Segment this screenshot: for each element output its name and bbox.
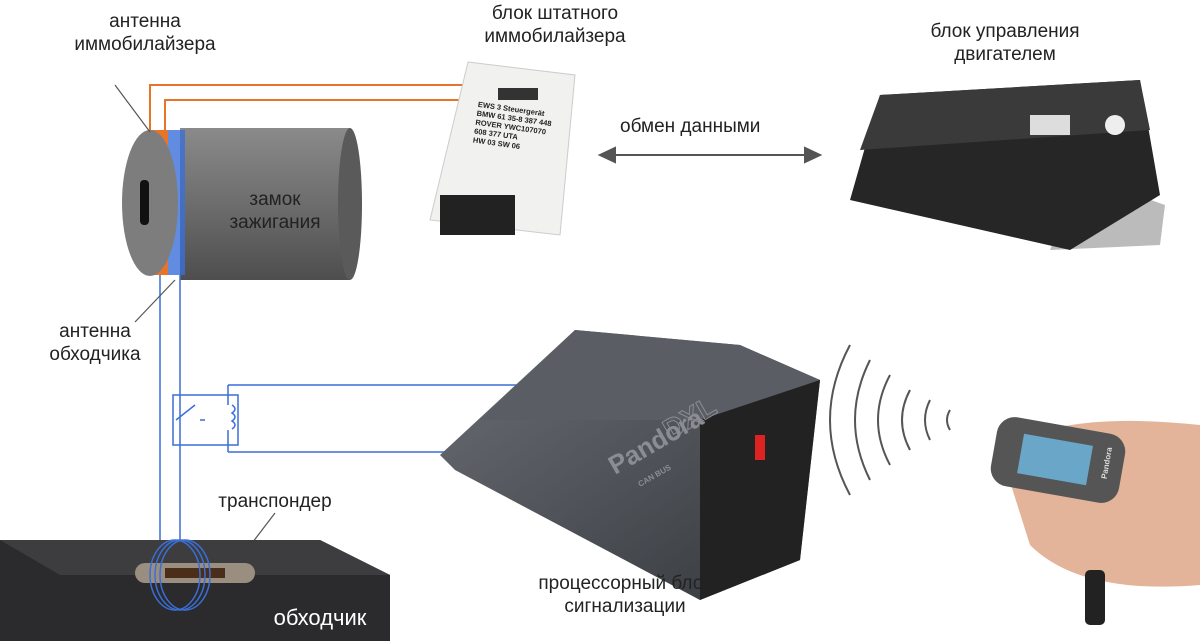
label-line: замок [249, 189, 301, 210]
ecu-unit [850, 80, 1165, 250]
label-line: обходчика [49, 344, 141, 365]
data-exchange-label: обмен данными [620, 116, 761, 137]
label-line: антенна [59, 321, 131, 342]
alarm-unit-label: процессорный блок сигнализации [520, 572, 730, 618]
transponder-label: транспондер [218, 491, 332, 512]
bypass-label: обходчик [273, 605, 367, 630]
key-fob: Pandora [990, 417, 1200, 625]
immo-antenna-wires [149, 84, 470, 130]
immobilizer-unit: EWS 3 Steuergerät BMW 61 35-8 387 448 RO… [429, 61, 576, 236]
label-line: процессорный блок [538, 573, 712, 594]
ignition-lock-label: замок зажигания [215, 188, 335, 234]
label-line: сигнализации [564, 596, 686, 617]
immo-antenna-label: антенна иммобилайзера [60, 10, 230, 56]
ignition-lock [122, 128, 362, 280]
alarm-unit: Pandora DXL CAN BUS [440, 330, 820, 600]
label-line: блок штатного [491, 3, 619, 24]
label-line: блок управления [930, 21, 1080, 42]
data-exchange-arrow [597, 146, 823, 164]
ecu-label: блок управления двигателем [910, 20, 1100, 66]
radio-waves [829, 344, 951, 496]
bypass-box [0, 539, 390, 641]
immo-unit-label: блок штатного иммобилайзера [470, 2, 640, 48]
bypass-antenna-label: антенна обходчика [30, 320, 160, 366]
label-line: зажигания [229, 212, 321, 233]
label-line: иммобилайзера [484, 26, 626, 47]
label-line: двигателем [954, 44, 1056, 65]
label-line: антенна [109, 11, 181, 32]
bypass-wires [159, 275, 528, 540]
label-line: иммобилайзера [74, 34, 216, 55]
